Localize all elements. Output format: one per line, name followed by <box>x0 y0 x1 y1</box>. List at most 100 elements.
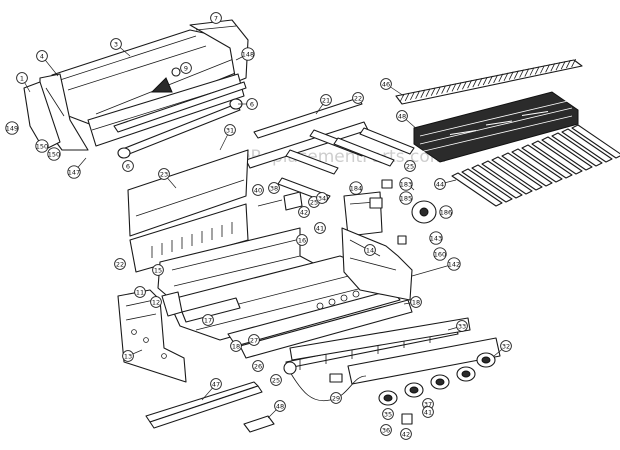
control-manifold <box>283 317 501 425</box>
cooking-grids <box>395 58 620 207</box>
callout-number: 14 <box>366 246 374 254</box>
callout-circle <box>224 124 236 136</box>
callout-circle <box>380 424 392 436</box>
callout-number: 21 <box>322 96 330 104</box>
callout-lid-side-a: 150 <box>35 139 49 153</box>
callout-lid-handle-end: 4 <box>36 50 59 77</box>
callout-number: 25 <box>272 376 280 384</box>
callout-rotisserie-burner: 184 <box>349 181 363 195</box>
callout-number: 4 <box>40 52 44 60</box>
callout-side-panel-bracket: 143 <box>429 231 443 245</box>
callout-cooking-grids: 46 <box>380 78 405 97</box>
callout-number: 35 <box>384 410 392 418</box>
callout-manifold-panel: 33 <box>447 320 468 332</box>
callout-number: 38 <box>270 184 278 192</box>
callout-number: 142 <box>448 260 460 268</box>
callout-firebox-bracket: 16 <box>296 234 308 246</box>
callout-valve-25: 25 <box>270 374 282 386</box>
callout-number: 42 <box>300 208 308 216</box>
callout-side-left-11: 11 <box>134 286 146 298</box>
callout-circle <box>274 400 286 412</box>
callout-circle <box>380 78 392 90</box>
callout-number: 25 <box>310 198 318 206</box>
callout-number: 29 <box>332 394 340 402</box>
callout-circle <box>152 264 164 276</box>
callout-circle <box>330 392 342 404</box>
callout-number: 18 <box>232 342 240 350</box>
callout-circle <box>16 72 28 84</box>
callout-lid-end-left: 1 <box>16 72 31 93</box>
callout-circle <box>433 247 447 261</box>
callout-number: 150 <box>48 150 60 158</box>
callout-number: 9 <box>184 64 188 72</box>
callout-rear-panel-lower: 22 <box>114 258 126 270</box>
drip-tray-group <box>145 381 275 433</box>
callout-hinge-right: 148 <box>235 47 255 61</box>
callout-number: 11 <box>136 288 144 296</box>
callout-number: 32 <box>502 342 510 350</box>
callout-number: 31 <box>226 126 234 134</box>
callout-number: 41 <box>316 224 324 232</box>
callout-side-left-13: 13 <box>122 349 143 362</box>
callout-circle <box>241 47 255 61</box>
callout-circle <box>252 360 264 372</box>
callout-number: 40 <box>254 186 262 194</box>
callout-number: 184 <box>350 184 362 192</box>
callout-igniter-button: 42 <box>400 428 412 440</box>
callout-lid-cap-left: 149 <box>5 121 19 135</box>
callout-circle <box>67 165 81 179</box>
callout-number: 22 <box>354 94 362 102</box>
callout-circle <box>447 257 461 271</box>
callout-number: 48 <box>276 402 284 410</box>
callout-igniter-40: 40 <box>252 184 264 196</box>
callout-circle <box>268 182 280 194</box>
callout-number: 44 <box>436 180 444 188</box>
callout-number: 185 <box>400 194 412 202</box>
callout-circle <box>404 160 416 172</box>
callout-circle <box>252 184 264 196</box>
callout-circle <box>456 320 468 332</box>
callout-lid: 3 <box>110 38 131 57</box>
callout-number: 26 <box>254 362 262 370</box>
callout-circle <box>5 121 19 135</box>
callout-number: 3 <box>114 40 118 48</box>
firebox-assembly <box>157 227 413 359</box>
callout-circle <box>320 94 332 106</box>
callout-rear-panel: 23 <box>158 168 177 189</box>
callout-knob-end-32: 32 <box>493 340 512 357</box>
callout-circle <box>270 374 282 386</box>
callout-firebox-front-r: 18 <box>403 296 422 308</box>
callout-knob-37: 37 <box>422 398 434 410</box>
callout-valve-26: 26 <box>252 360 264 372</box>
callout-crossbar-end: 22 <box>352 92 364 104</box>
callout-number: 7 <box>214 14 218 22</box>
callout-number: 13 <box>124 352 132 360</box>
callout-firebox-rail: 17 <box>202 314 214 326</box>
callout-thermometer: 9 <box>180 62 192 74</box>
callout-circle <box>246 98 258 110</box>
callout-number: 34 <box>318 194 326 202</box>
callout-circle <box>158 168 170 180</box>
callout-drip-tray: 47 <box>201 378 222 401</box>
callout-circle <box>314 222 326 234</box>
callout-circle <box>230 340 242 352</box>
callout-circle <box>114 258 126 270</box>
callout-circle <box>210 12 222 24</box>
callout-knob-36: 36 <box>380 424 392 436</box>
callout-lid-side-b: 150 <box>47 147 61 161</box>
callout-firebox-bottom: 15 <box>152 264 164 276</box>
callout-number: 160 <box>434 250 446 258</box>
callout-circle <box>352 92 364 104</box>
callout-circle <box>248 334 260 346</box>
callout-number: 183 <box>400 180 412 188</box>
callout-number: 12 <box>152 298 160 306</box>
callout-circle <box>210 378 222 390</box>
callout-number: 148 <box>242 50 254 58</box>
callout-collector-box: 42 <box>298 206 310 218</box>
callout-number: 16 <box>298 236 306 244</box>
lid-assembly <box>23 19 249 159</box>
callout-circle <box>180 62 192 74</box>
callout-number: 48 <box>398 112 406 120</box>
callout-crossbar: 21 <box>315 94 332 115</box>
